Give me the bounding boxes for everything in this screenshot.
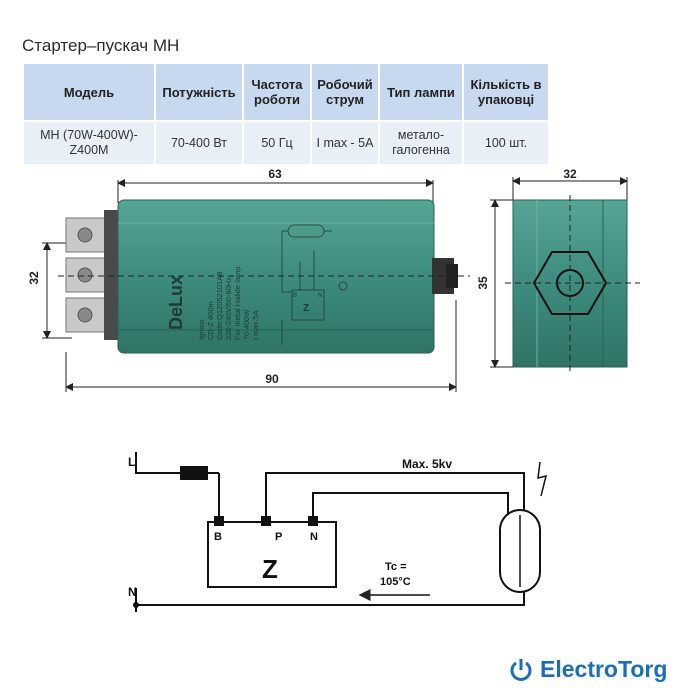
logo-text: ElectroTorg: [540, 656, 668, 682]
header-current: Робочий струм: [312, 64, 378, 120]
table-row: MH (70W-400W)-Z400M 70-400 Вт 50 Гц I ma…: [24, 122, 548, 164]
header-power: Потужність: [156, 64, 242, 120]
page-title: Стартер–пускач MH: [22, 36, 180, 55]
dimension-bottom: 90: [65, 300, 457, 392]
circuit-terminal-n: N: [310, 531, 318, 543]
device-side-view: 32 35: [476, 167, 640, 374]
spec-table: Модель Потужність Частота роботи Робочий…: [22, 62, 550, 166]
circuit-terminal-p: P: [275, 531, 282, 543]
circuit-terminal-b: B: [214, 531, 222, 543]
dimension-left-value: 32: [27, 271, 41, 285]
dimension-bottom-value: 90: [265, 372, 279, 386]
device-label-line: CD-Z 400m: [206, 301, 215, 340]
device-label-line: 70-400W: [242, 309, 251, 340]
device-terminal-b: B: [293, 293, 297, 299]
device-front-view: DeLux Ignitor CD-Z 400m Code:Q12052101A9…: [58, 199, 470, 354]
dimension-top: 63: [117, 167, 434, 203]
ce-mark-icon: [338, 281, 348, 291]
dimension-side-top-value: 32: [563, 167, 577, 181]
circuit-l-label: L: [128, 455, 135, 469]
device-terminal-n: N: [318, 293, 322, 299]
cell-quantity: 100 шт.: [464, 122, 548, 164]
cell-lamp-type: метало-галогенна: [380, 122, 462, 164]
terminal-block: [65, 210, 120, 340]
device-label: Ignitor CD-Z 400m Code:Q12052101A9 220-2…: [197, 267, 260, 340]
device-label-line: For metal Halide lamp: [233, 267, 242, 340]
circuit-z-label: Z: [262, 554, 278, 584]
brand-logo: DeLux: [166, 275, 186, 330]
power-icon: [510, 658, 532, 681]
lightning-icon: [537, 461, 548, 497]
header-model: Модель: [24, 64, 154, 120]
circuit-n-label: N: [128, 585, 137, 599]
cell-current: I max - 5A: [312, 122, 378, 164]
cell-frequency: 50 Гц: [244, 122, 310, 164]
device-label-line: Ignitor: [197, 319, 206, 340]
table-header-row: Модель Потужність Частота роботи Робочий…: [24, 64, 548, 120]
dimension-top-value: 63: [268, 167, 282, 181]
header-lamp-type: Тип лампи: [380, 64, 462, 120]
device-label-line: Code:Q12052101A9: [215, 272, 224, 340]
dimension-left: 32: [27, 242, 72, 339]
lamp-icon: [499, 509, 541, 593]
device-label-line: I max.5A: [251, 310, 260, 340]
tc-label: Tc =: [385, 561, 407, 573]
tc-value: 105°C: [380, 576, 411, 588]
header-quantity: Кількість в упаковці: [464, 64, 548, 120]
device-z-mark: Z: [303, 303, 309, 314]
choke-icon: [180, 466, 208, 480]
device-label-line: 220-240V/50-60Hz: [224, 277, 233, 340]
cell-power: 70-400 Вт: [156, 122, 242, 164]
cell-model: MH (70W-400W)-Z400M: [24, 122, 154, 164]
max-voltage-label: Max. 5kv: [402, 457, 452, 471]
circuit-diagram: L N B P N Z Max. 5kv: [128, 452, 548, 612]
electrotorg-logo: ElectroTorg: [508, 656, 667, 683]
header-frequency: Частота роботи: [244, 64, 310, 120]
dimension-side-right-value: 35: [476, 276, 490, 290]
